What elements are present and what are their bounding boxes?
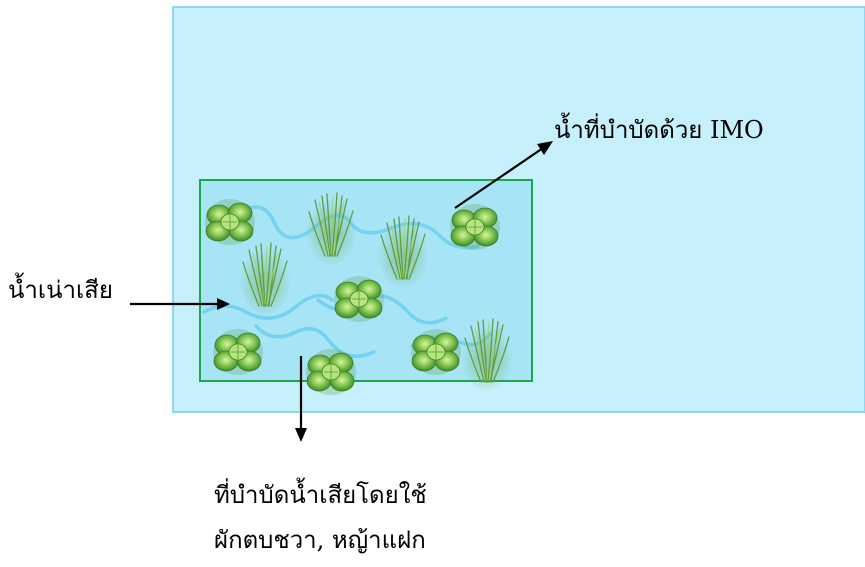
arrow-wastewater-head <box>217 298 230 310</box>
arrow-treatment-pond-head <box>295 428 307 442</box>
arrows <box>130 141 553 442</box>
treated-water-label: น้ำที่บำบัดด้วย IMO <box>554 116 764 144</box>
stream-lower <box>254 324 376 358</box>
arrow-treated-water-head <box>537 141 553 155</box>
arrow-treated-water <box>454 147 544 209</box>
treatment-pond-label-line1: ที่บำบัดน้ำเสียโดยใช้ <box>214 481 427 509</box>
treatment-pond-label-line2: ผักตบชวา, หญ้าแฝก <box>214 526 426 554</box>
wastewater-label: น้ำเน่าเสีย <box>8 276 113 304</box>
